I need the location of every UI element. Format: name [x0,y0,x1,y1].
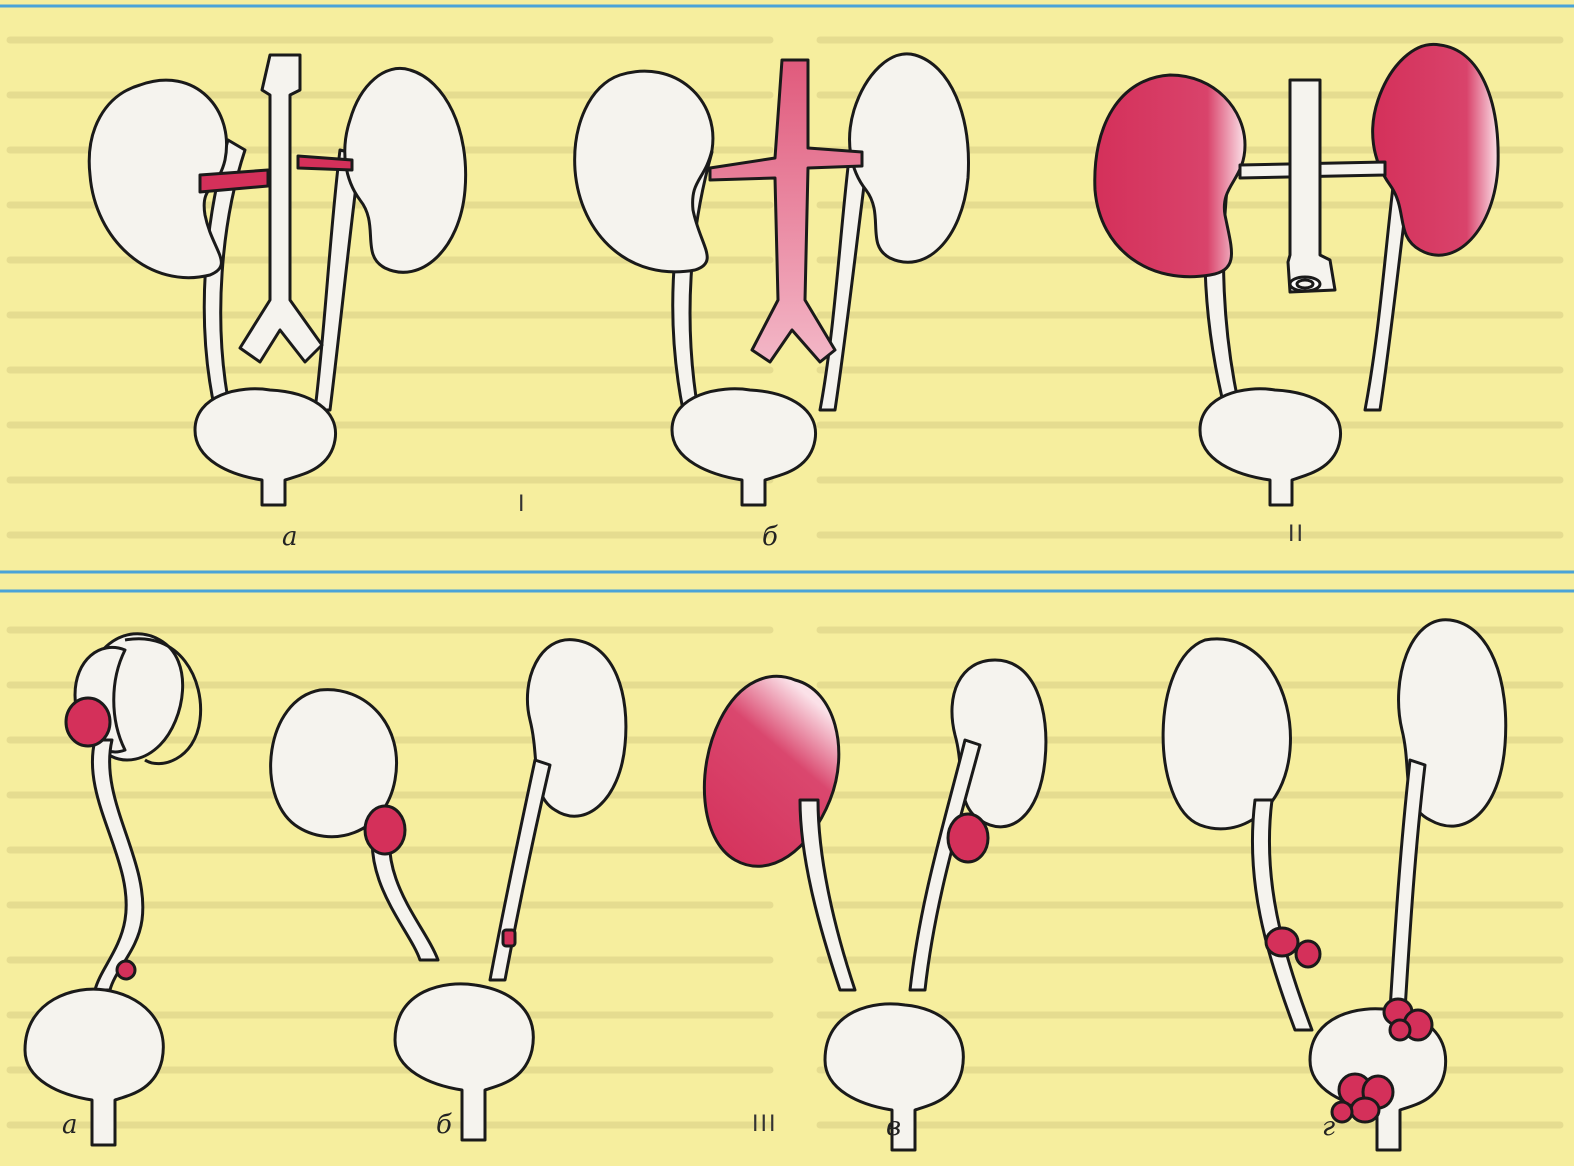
ureter-right [490,760,550,980]
label-roman-I: I [518,492,527,517]
diagram-I-b [575,54,969,505]
renal-artery-stenosis-right [298,156,352,170]
ureter [92,740,142,990]
kidney-right [345,68,466,272]
kidney-left [575,71,713,272]
label-III-v: в [886,1112,901,1142]
bladder [672,389,816,505]
label-III-g: г [1322,1112,1335,1142]
label-roman-III: III [752,1112,777,1137]
ureter-right [1390,760,1425,1010]
label-I-a: а [282,522,298,552]
diagram-III-g [1163,620,1506,1150]
kidney-right [850,54,969,262]
label-III-a: а [62,1110,78,1140]
label-roman-II: II [1288,522,1305,547]
diagram-III-a [25,634,201,1145]
bladder [25,989,163,1145]
ureter-left [800,800,855,990]
diagram-I-a [89,55,465,505]
obstruction-pelvis [948,814,988,862]
ureter-right [910,740,980,990]
obstruction-pelvis [365,806,405,854]
label-III-b: б [436,1110,452,1140]
label-I-b: б [762,522,778,552]
bladder [395,984,533,1140]
diagram-III-v [704,660,1046,1150]
aorta [240,55,322,362]
obstruction-lower [117,961,135,979]
diagram-II [1095,44,1498,505]
ureter-left [1252,800,1312,1030]
renal-artery-stenosis-left [200,170,268,192]
bladder [195,389,336,505]
obstruction-upper [66,698,110,746]
obstruction-ureter [503,930,515,946]
aorta-cut [1288,80,1335,292]
bladder [1200,389,1341,505]
kidney-left-hypertrophy [1095,75,1245,277]
ureter-right [820,150,868,410]
diagram-III-b [271,640,626,1140]
